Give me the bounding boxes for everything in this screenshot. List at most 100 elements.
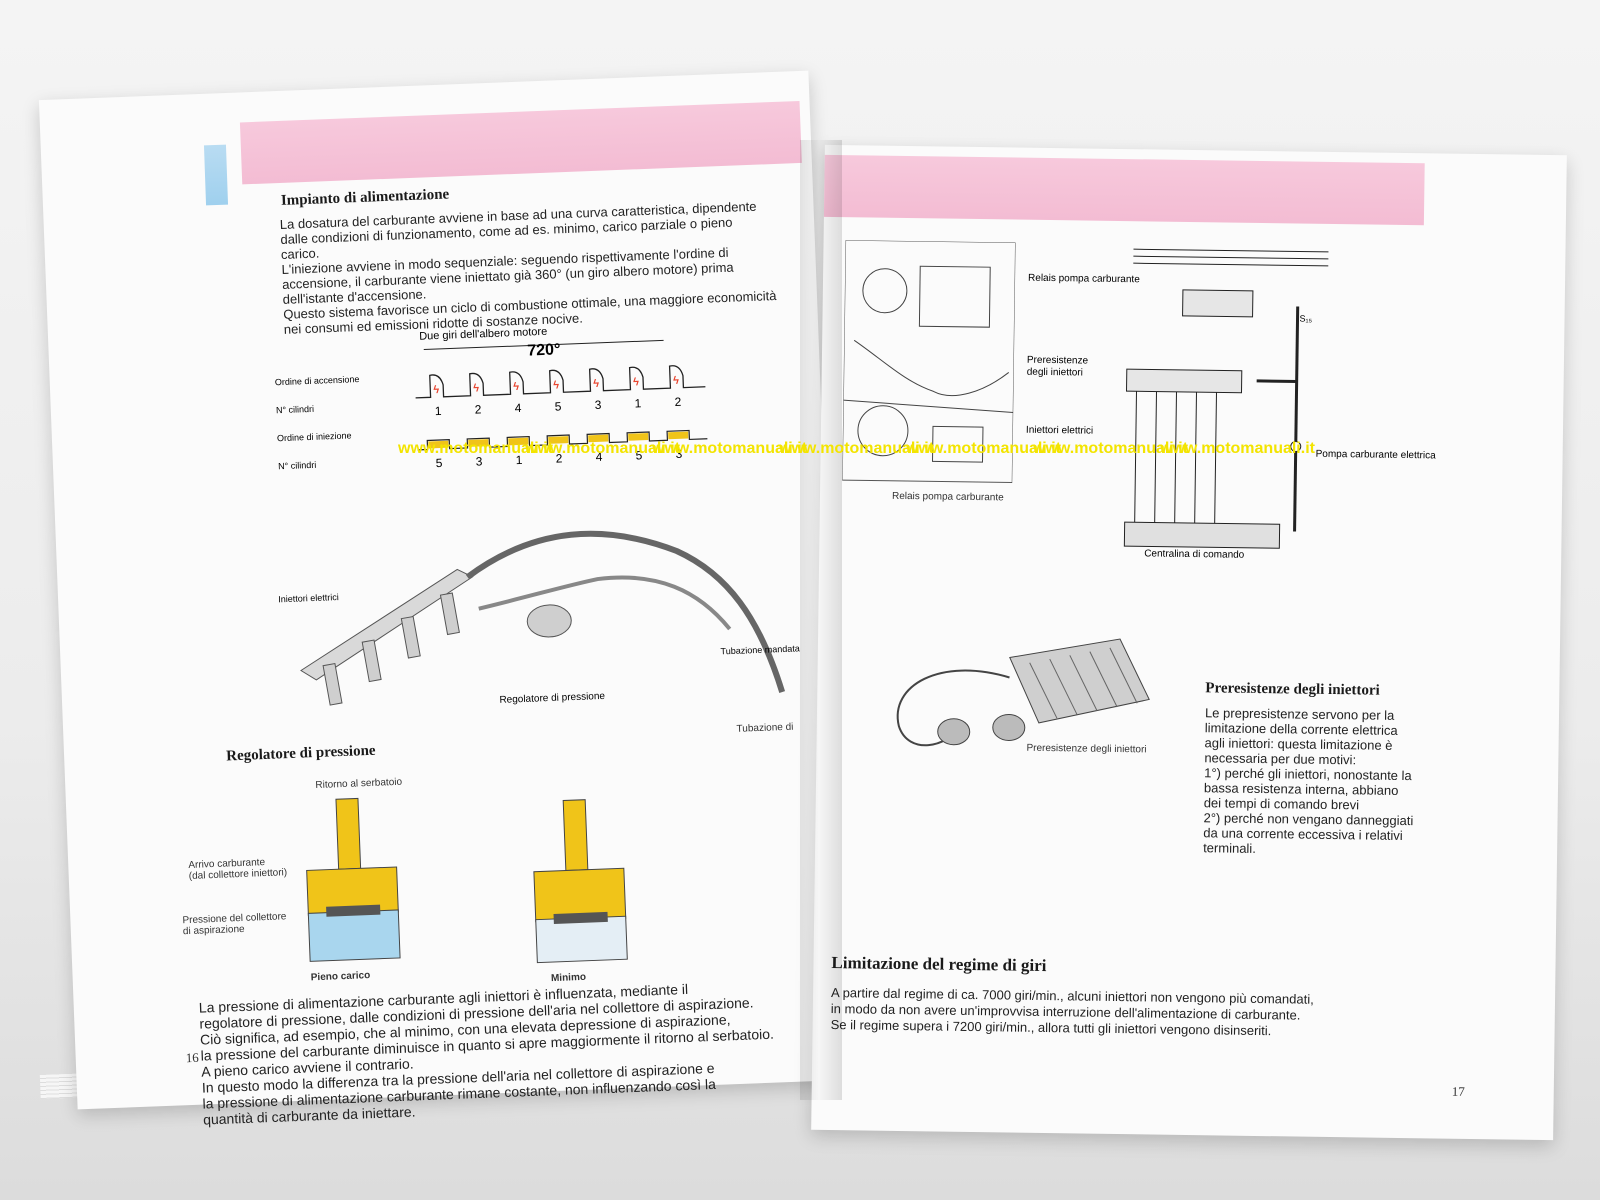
engine-components bbox=[843, 265, 1014, 463]
cylinder-number: 4 bbox=[595, 450, 603, 464]
resistor-block bbox=[1125, 368, 1243, 394]
book-gutter-shadow bbox=[800, 140, 842, 1100]
schematic-ecu-label: Centralina di comando bbox=[1144, 548, 1245, 560]
pink-header-band bbox=[823, 154, 1425, 226]
injector-wire bbox=[1154, 391, 1158, 523]
injection-pulse bbox=[588, 434, 609, 443]
fuse-label: S₁₅ bbox=[1299, 314, 1312, 324]
lower-chamber bbox=[307, 909, 401, 962]
injection-pulse bbox=[468, 439, 489, 447]
cable-connector bbox=[992, 713, 1026, 741]
cylinder-number: 5 bbox=[554, 399, 562, 413]
schematic-injectors-label: Iniettori elettrici bbox=[1026, 425, 1093, 437]
section-title-pressure-regulator: Regolatore di pressione bbox=[225, 742, 376, 765]
watermark: www.motomanuali.it bbox=[779, 440, 934, 457]
watermark: www.motomanuali.it bbox=[652, 440, 807, 457]
supply-hose-label: Tubazione mandata carburante bbox=[720, 642, 802, 657]
label-fuel-arrival: Arrivo carburante (dal collettore iniett… bbox=[188, 856, 287, 882]
caption-idle: Minimo bbox=[550, 971, 587, 985]
injection-pulse-waveform bbox=[417, 429, 708, 451]
spark-marker: ϟ bbox=[553, 379, 559, 391]
return-hose-label: Tubazione di bbox=[736, 721, 794, 735]
spark-marker: ϟ bbox=[473, 382, 479, 394]
injector bbox=[322, 662, 343, 706]
injector bbox=[439, 592, 460, 636]
engine-bay-frame bbox=[842, 240, 1016, 484]
cylinder-number: 5 bbox=[436, 456, 444, 470]
ecu-block bbox=[1123, 521, 1281, 549]
cylinder-number: 3 bbox=[675, 447, 683, 461]
cylinder-number: 4 bbox=[514, 401, 522, 415]
watermark: www.motomanuali.it bbox=[398, 440, 553, 457]
row-label-cylinders: N° cilindri bbox=[278, 460, 316, 471]
pump-wire bbox=[1293, 306, 1300, 532]
injection-pulse bbox=[428, 440, 449, 449]
fin bbox=[1069, 655, 1098, 711]
pump-symbol bbox=[1290, 440, 1302, 452]
injection-timing-diagram: Due giri dell'albero motore 720° Ordine … bbox=[275, 326, 708, 471]
schematic-resistors-label: degli iniettori bbox=[1027, 367, 1083, 379]
cylinder-number: 3 bbox=[594, 398, 602, 412]
component-outline bbox=[862, 268, 908, 314]
engine-bay-relay-label: Relais pompa carburante bbox=[891, 490, 1004, 504]
angle-label: 720° bbox=[527, 341, 561, 359]
component-outline bbox=[857, 405, 909, 457]
page-number-right: 17 bbox=[1451, 1083, 1465, 1099]
cylinder-number: 1 bbox=[634, 396, 642, 410]
section-title-preresistors: Preresistenze degli iniettori bbox=[1205, 680, 1380, 699]
label-intake-pressure: Pressione del collettore di aspirazione bbox=[182, 911, 287, 937]
injector-wire bbox=[1134, 391, 1138, 523]
injection-pulse bbox=[508, 437, 529, 446]
injection-pulse-fills bbox=[428, 431, 689, 449]
injection-pulse bbox=[628, 433, 649, 441]
pink-header-band bbox=[239, 100, 802, 185]
wiring-schematic: Relais pompa carburante Preresistenze de… bbox=[1026, 248, 1436, 561]
cylinder-number: 5 bbox=[635, 448, 643, 462]
watermark: www.motomanuali.it bbox=[1160, 440, 1315, 457]
spark-marker: ϟ bbox=[673, 375, 679, 387]
resistor-pack-illustration bbox=[896, 638, 1150, 747]
lower-chamber bbox=[535, 915, 628, 964]
cylinder-number: 1 bbox=[515, 453, 523, 467]
return-pipe bbox=[562, 799, 589, 872]
cooling-fins bbox=[1029, 647, 1138, 719]
injectors-label: Iniettori elettrici bbox=[278, 592, 339, 604]
injection-pulse bbox=[548, 436, 569, 444]
spark-marker: ϟ bbox=[593, 378, 599, 390]
return-pipe bbox=[335, 797, 362, 870]
rev-limit-paragraph: A partire dal regime di ca. 7000 giri/mi… bbox=[831, 985, 1452, 1042]
left-page: Impianto di alimentazione La dosatura de… bbox=[38, 70, 848, 1128]
cylinder-number: 2 bbox=[674, 395, 682, 409]
injector-wire bbox=[1194, 392, 1197, 524]
injector-wire bbox=[1174, 391, 1177, 523]
fin bbox=[1029, 662, 1058, 719]
component-outline bbox=[918, 265, 991, 328]
cable-connector bbox=[937, 718, 971, 746]
label-line: (dal collettore iniettori) bbox=[188, 867, 288, 882]
relay-box bbox=[931, 425, 984, 463]
bus-line bbox=[1133, 248, 1329, 253]
section-title-rev-limit: Limitazione del regime di giri bbox=[831, 953, 1047, 976]
row-label-cylinders: N° cilindri bbox=[276, 404, 314, 415]
injector-group bbox=[322, 592, 460, 706]
cylinder-number: 3 bbox=[475, 454, 483, 468]
watermark: www.motomanuali.it bbox=[1033, 440, 1188, 457]
component-outline bbox=[843, 399, 1014, 414]
pump-wire bbox=[1256, 379, 1297, 383]
bus-line bbox=[1133, 262, 1329, 267]
cylinder-number: 2 bbox=[555, 451, 563, 465]
row-label-injection-order: Ordine di iniezione bbox=[277, 430, 352, 443]
preresistors-line: terminali. bbox=[1203, 840, 1256, 856]
diaphragm bbox=[326, 904, 381, 917]
component-outline bbox=[853, 339, 1010, 397]
right-page: Relais pompa carburante Relais pompa car… bbox=[811, 144, 1567, 1141]
injection-cylinder-numbers: 5 3 1 2 4 5 3 bbox=[436, 447, 683, 470]
regulator-label: Regolatore di pressione bbox=[499, 691, 605, 706]
preresistors-paragraph: Le prepresistenze servono per la limitaz… bbox=[1203, 705, 1475, 859]
watermark: www.motomanuali.it bbox=[525, 440, 680, 457]
angle-span-line bbox=[423, 339, 664, 351]
color-index-tab bbox=[203, 144, 229, 206]
ignition-pulse-waveform bbox=[415, 365, 706, 399]
diaphragm bbox=[553, 911, 608, 924]
fuel-rail-illustration: Iniettori elettrici Regolatore di pressi… bbox=[278, 530, 802, 706]
